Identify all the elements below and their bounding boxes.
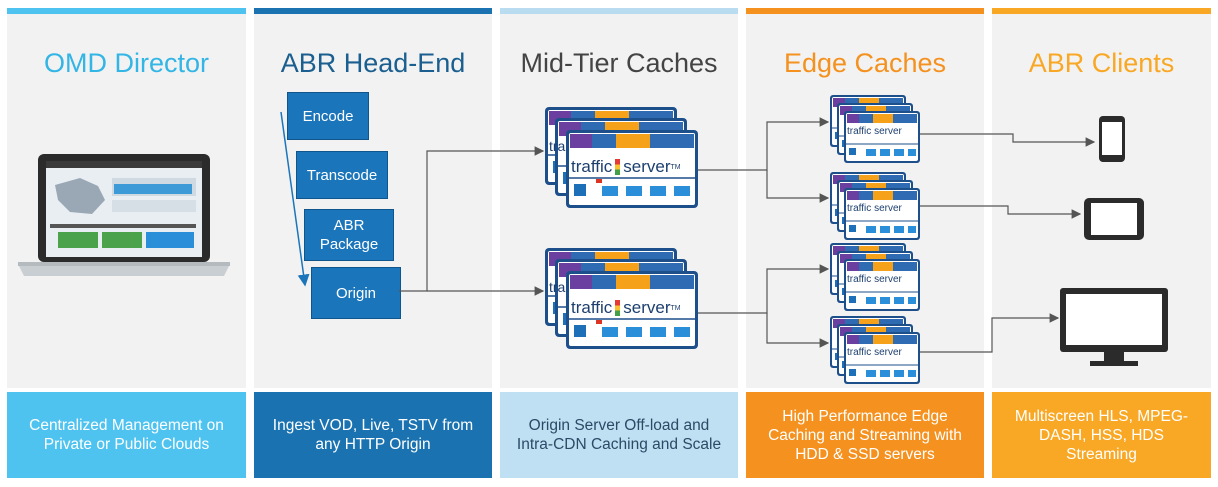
server-label-left: traffic	[571, 298, 613, 317]
step-origin: Origin	[311, 267, 401, 319]
monitor-icon	[1060, 288, 1168, 366]
traffic-light-icon	[615, 159, 621, 175]
server-label: traffic server	[847, 274, 902, 285]
column-accent-bar	[254, 8, 492, 14]
server-label-partial: tra	[549, 279, 566, 295]
trademark: TM	[670, 304, 681, 312]
server-label: traffic server	[847, 203, 902, 214]
server-label-right: server	[623, 157, 671, 176]
column-title: OMD Director	[43, 48, 209, 78]
step-transcode: Transcode	[296, 151, 388, 199]
step-encode: Encode	[287, 92, 369, 140]
column-footer: Multiscreen HLS, MPEG-DASH, HSS, HDS Str…	[992, 392, 1211, 478]
traffic-light-icon	[615, 300, 621, 316]
trademark: TM	[670, 163, 681, 171]
laptop-icon	[18, 154, 230, 276]
server-label: traffic server	[847, 347, 902, 358]
tablet-icon	[1084, 198, 1144, 240]
column-footer: High Performance Edge Caching and Stream…	[746, 392, 984, 478]
server-label: traffic server	[847, 126, 902, 137]
column-footer: Centralized Management on Private or Pub…	[7, 392, 246, 478]
column-title: Edge Caches	[783, 48, 947, 78]
column-title: ABR Head-End	[280, 48, 466, 78]
column-footer: Ingest VOD, Live, TSTV from any HTTP Ori…	[254, 392, 492, 478]
column-accent-bar	[746, 8, 984, 14]
step-abr-package: ABR Package	[304, 209, 394, 261]
server-label-left: traffic	[571, 157, 613, 176]
server-label-partial: tra	[549, 138, 566, 154]
column-accent-bar	[500, 8, 738, 14]
smartphone-icon	[1099, 116, 1125, 162]
column-title: ABR Clients	[1028, 48, 1175, 78]
server-label-right: server	[623, 298, 671, 317]
column-title: Mid-Tier Caches	[520, 48, 718, 78]
column-accent-bar	[7, 8, 246, 14]
column-accent-bar	[992, 8, 1211, 14]
column-footer: Origin Server Off-load and Intra-CDN Cac…	[500, 392, 738, 478]
server-label: traffic server TM	[571, 157, 695, 177]
server-label: traffic server TM	[571, 298, 695, 318]
